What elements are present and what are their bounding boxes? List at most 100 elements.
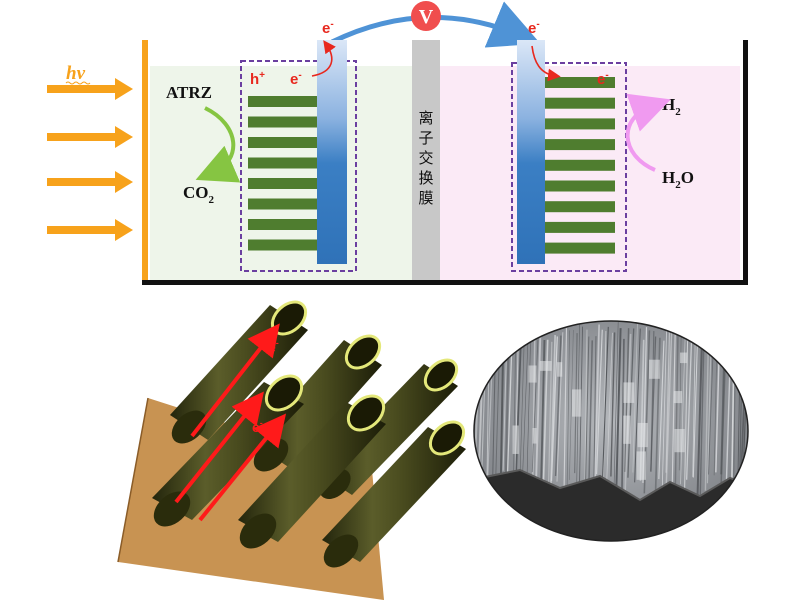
sem-bright-spot — [674, 428, 685, 453]
sem-streak — [683, 336, 689, 499]
electron-arrow — [190, 323, 280, 438]
sem-bright-spot — [557, 362, 563, 377]
sem-streak — [584, 329, 588, 495]
sem-bright-spot — [623, 382, 635, 403]
nanotube — [238, 394, 386, 549]
sem-image — [473, 320, 756, 542]
sem-streak — [692, 341, 696, 477]
cathode-dashed-box — [511, 62, 627, 272]
sem-streak — [593, 324, 600, 495]
anode-product-label: CO2 — [183, 183, 215, 206]
wire-electron-label-right: e- — [528, 19, 540, 37]
sem-streak — [704, 338, 710, 491]
sem-streak — [566, 330, 570, 488]
cathode-electron-label: e- — [597, 70, 609, 88]
cathode-nanotube-bar — [545, 201, 615, 213]
light-label-underline — [65, 81, 91, 85]
sem-bright-spot — [623, 415, 631, 444]
sem-streak — [569, 330, 574, 480]
substrate-edge — [117, 397, 149, 563]
sem-streak — [550, 336, 558, 482]
incident-light-arrows — [47, 78, 133, 241]
cathode-nanotube-bar — [545, 242, 615, 254]
sem-bright-spot — [512, 425, 519, 454]
sem-streak — [526, 324, 532, 483]
cathode-nanotube-bar — [545, 221, 615, 233]
sem-streak — [556, 332, 564, 482]
sem-streak — [665, 328, 671, 473]
anode-hole-label: h+ — [250, 70, 265, 88]
sem-streak — [671, 326, 676, 490]
sem-streak — [522, 337, 529, 475]
sem-streak — [665, 326, 673, 500]
sem-streak — [680, 324, 686, 485]
sem-streak — [610, 332, 616, 477]
cell-bottom-wall — [142, 280, 748, 285]
anode-nanotube-bar — [248, 157, 317, 169]
cathode-nanotube-bar — [545, 180, 615, 192]
sem-streak — [658, 340, 665, 480]
sem-streak — [685, 322, 693, 480]
sem-streak — [624, 333, 632, 491]
cell-right-wall — [743, 40, 748, 285]
substrate — [118, 398, 384, 600]
nanotube — [318, 358, 459, 499]
anode-reactant-label: ATRZ — [166, 83, 212, 102]
sem-bright-spot — [528, 365, 537, 383]
membrane-char: 子 — [418, 130, 433, 147]
sem-streak — [699, 336, 705, 495]
sem-streak — [747, 337, 748, 479]
sem-streak — [504, 335, 510, 479]
cathode-nanotube-bar — [545, 139, 615, 151]
sem-streak — [535, 330, 542, 487]
sem-streak — [752, 327, 756, 470]
membrane-char: 换 — [418, 170, 433, 187]
sem-streak — [632, 323, 638, 473]
sem-streak — [512, 324, 517, 497]
sem-bright-spot — [649, 359, 660, 379]
sem-bright-spot — [532, 427, 537, 444]
anode-electrode — [317, 40, 347, 264]
anode-electron-label: e- — [290, 70, 302, 88]
sem-streak — [474, 330, 476, 494]
light-label: hν — [66, 63, 86, 84]
sem-streak — [531, 339, 539, 473]
anode-nanotube-bar — [248, 96, 317, 107]
cathode-reaction-arrow — [625, 93, 671, 172]
anode-nanotube-array — [248, 96, 317, 251]
sem-bright-spot — [539, 361, 552, 371]
sem-streak — [519, 323, 526, 485]
sem-streak — [596, 329, 603, 475]
voltmeter: V — [411, 1, 441, 31]
anode-nanotube-bar — [248, 239, 317, 251]
sem-streak — [549, 335, 556, 493]
cathode-electrode — [517, 40, 545, 264]
sem-streak — [584, 336, 590, 499]
electron-transport-arrows — [174, 323, 287, 522]
sem-streak — [674, 322, 679, 497]
light-arrow — [47, 78, 133, 100]
cathode-nanotube-bar — [545, 159, 615, 171]
sem-streak — [593, 336, 597, 489]
sem-streak — [514, 323, 523, 487]
sem-streak — [650, 336, 657, 471]
nanotube-schematic: e- e- — [108, 296, 468, 602]
sem-bright-spot — [637, 422, 648, 448]
light-arrow — [47, 126, 133, 148]
cathode-reactant-label: H2O — [662, 168, 694, 191]
schematic-electron-label: e- — [268, 338, 279, 355]
cathode-nanotube-bar — [545, 77, 615, 88]
anode-nanotube-bar — [248, 116, 317, 128]
sem-streak — [621, 338, 625, 496]
sem-bright-spot — [673, 391, 683, 404]
ion-exchange-membrane — [412, 40, 440, 280]
pec-cell: hν 离 子 交 换 膜 V h+ e- e- A — [47, 1, 748, 285]
sem-streak — [563, 328, 568, 488]
membrane-char: 交 — [418, 149, 433, 167]
sem-substrate-edge — [474, 468, 748, 502]
membrane-char: 膜 — [418, 190, 433, 207]
membrane-char: 离 — [418, 110, 433, 127]
sem-streak — [613, 321, 619, 484]
sem-streak — [587, 340, 594, 494]
